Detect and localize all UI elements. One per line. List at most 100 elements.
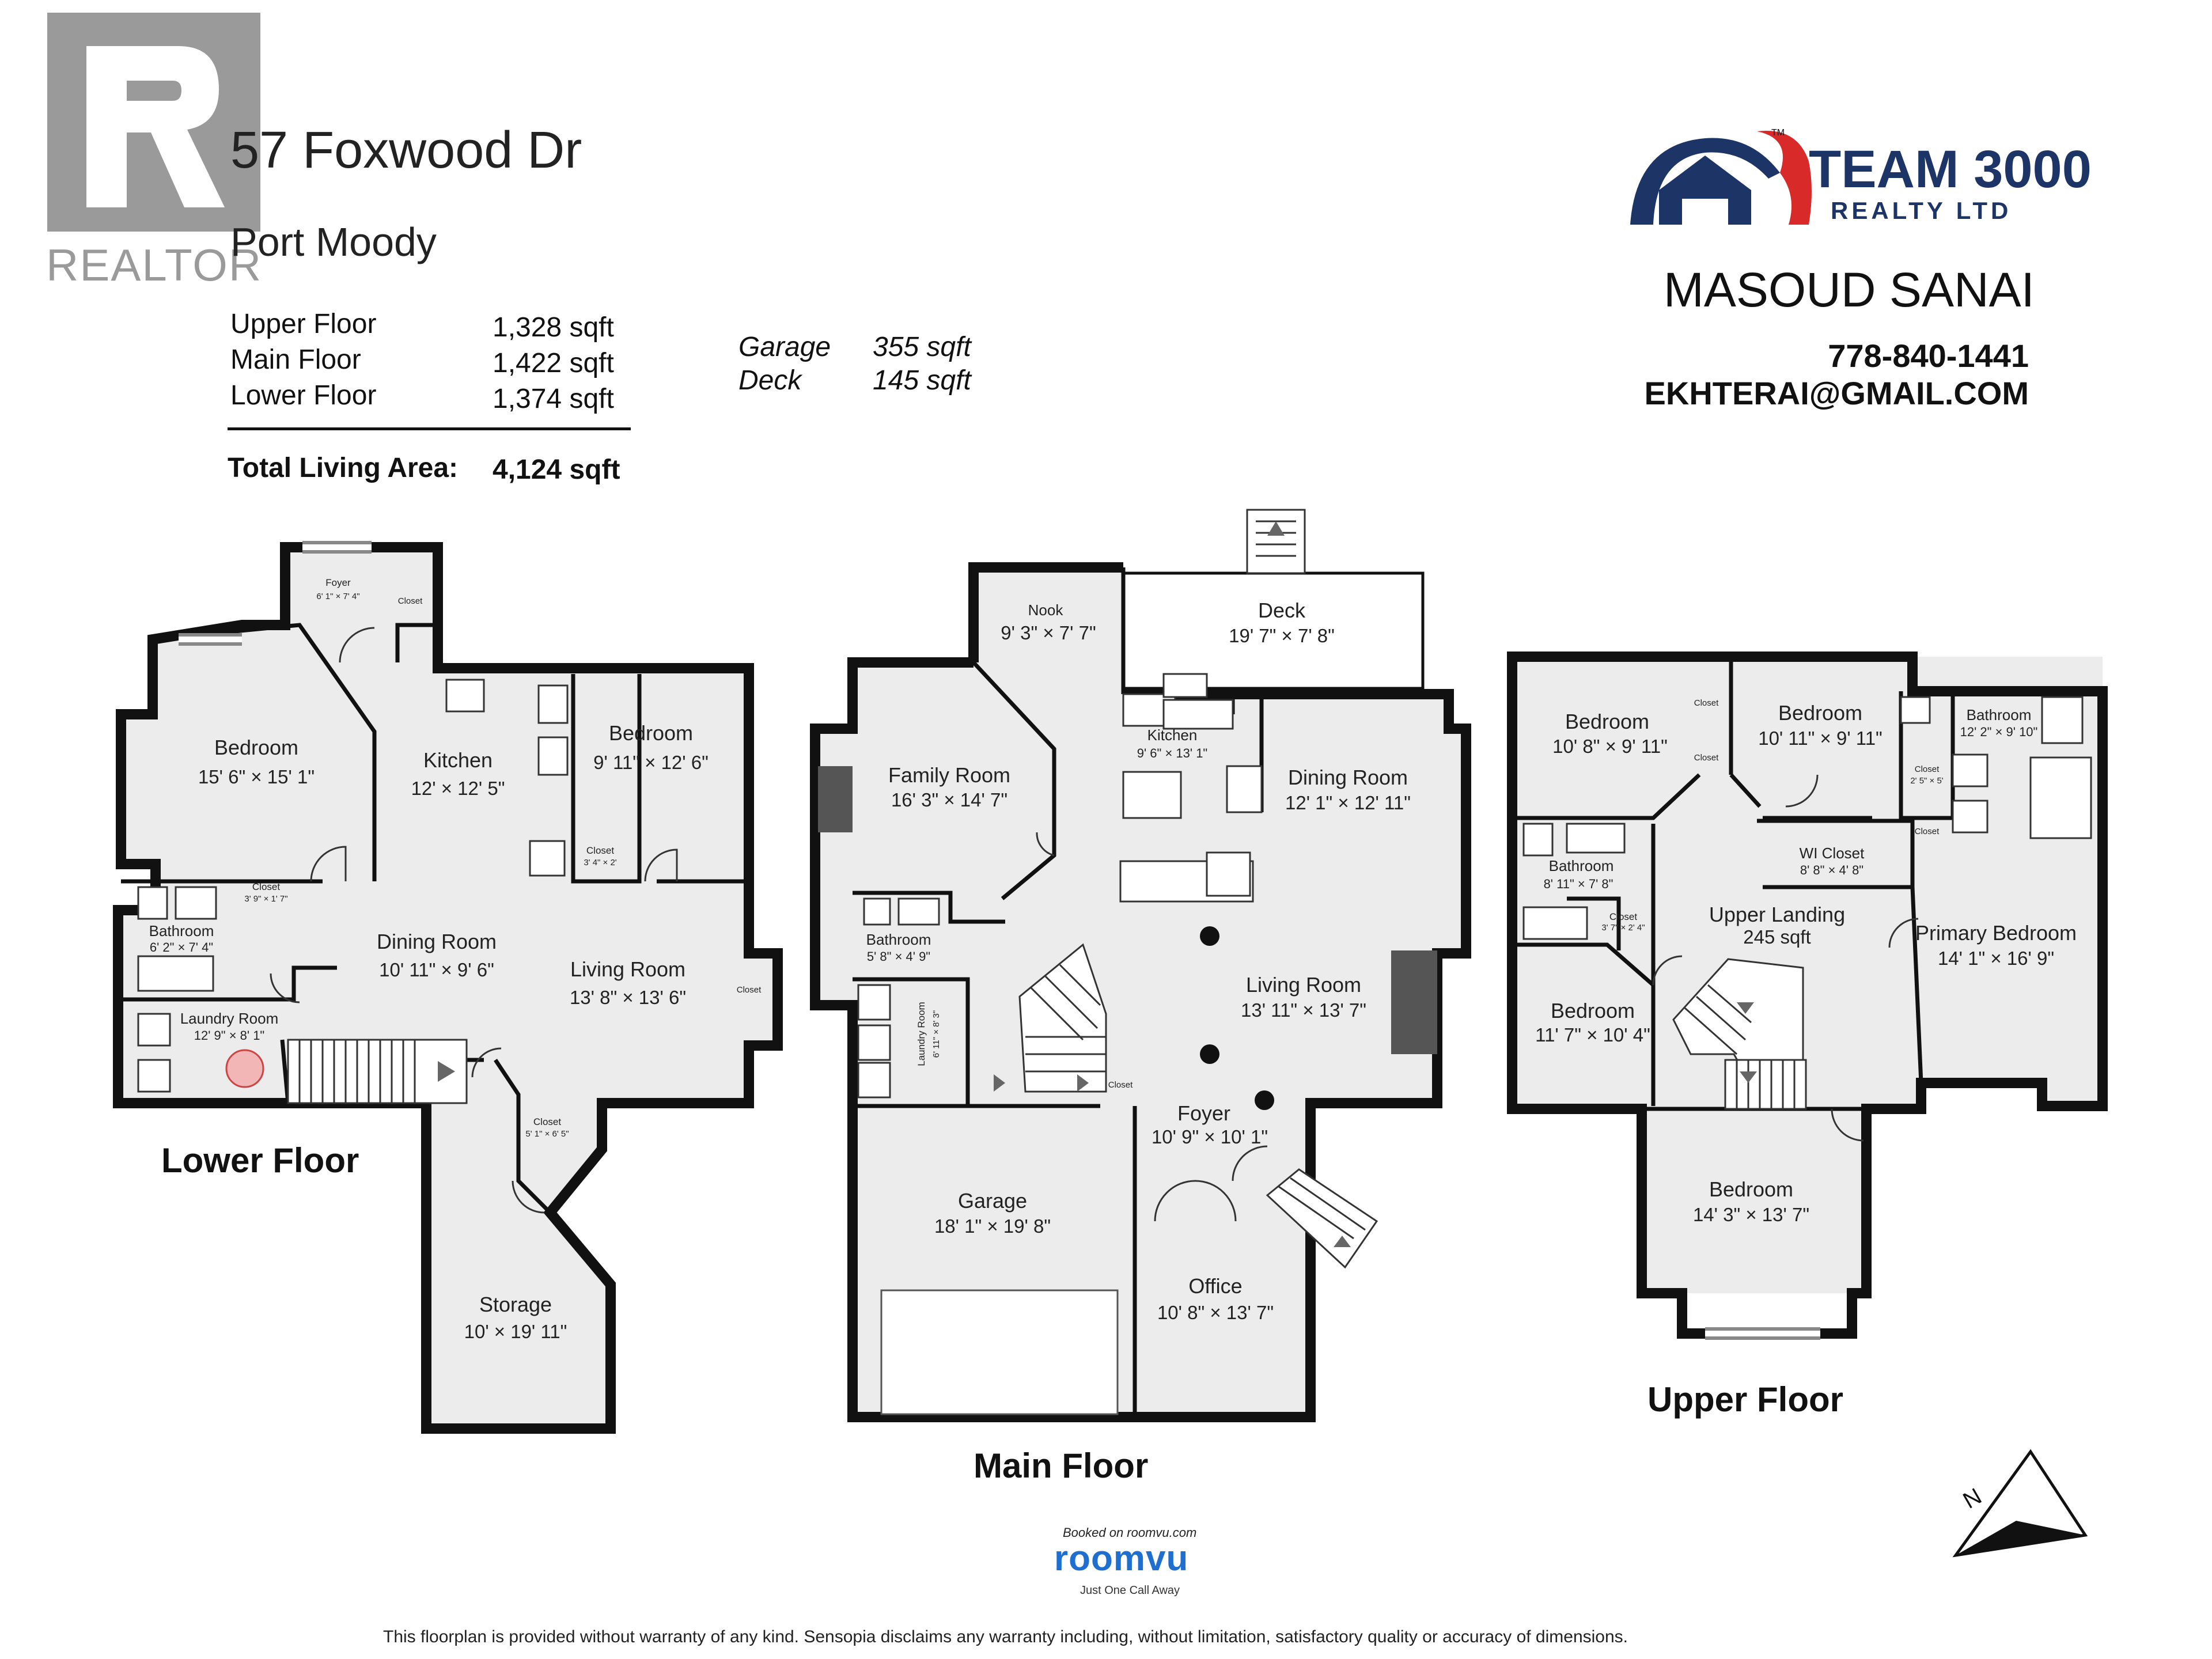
deck-outline [1122,571,1425,690]
area-table: Upper Floor 1,328 sqft Main Floor 1,422 … [228,308,634,493]
upper-bedroom1-name: Bedroom [1565,710,1649,733]
upper-primary-name: Primary Bedroom [1915,921,2077,945]
main-laundry-dim: 6' 11" × 8' 3" [931,1010,941,1058]
lower-closet-a-dim: 3' 9" × 1' 7" [244,894,287,904]
lower-closet-c-dim: 5' 1" × 6' 5" [525,1129,569,1139]
agent-email[interactable]: EKHTERAI@GMAIL.COM [1644,375,2029,411]
lower-kitchen-dim: 12' × 12' 5" [411,778,505,799]
lower-stairs [287,1039,468,1104]
upper-primary-dim: 14' 1" × 16' 9" [1938,948,2054,969]
lower-closet-c-name: Closet [533,1116,561,1127]
north-compass-icon: N [1952,1449,2088,1558]
lower-bedroom1-dim: 15' 6" × 15' 1" [198,766,315,787]
lower-foyer-closet-name: Closet [398,596,423,606]
lower-foyer-name: Foyer [325,577,351,588]
area-main-value: 1,422 sqft [493,348,614,378]
lower-closet-b-name: Closet [586,845,614,856]
lower-foyer-dim: 6' 1" × 7' 4" [316,592,359,601]
upper-bedroom3-dim: 11' 7" × 10' 4" [1535,1024,1650,1046]
area-divider [228,427,631,430]
main-dining-dim: 12' 1" × 12' 11" [1285,792,1411,813]
main-floor-title: Main Floor [974,1446,1149,1485]
main-deck-name: Deck [1258,599,1306,622]
upper-bedroom4-name: Bedroom [1709,1177,1793,1201]
upper-wi-closet-dim: 8' 8" × 4' 8" [1800,863,1863,877]
area-deck-value: 145 sqft [873,365,971,396]
main-garage-dim: 18' 1" × 19' 8" [934,1215,1051,1237]
trademark-label: TM [1771,128,1785,138]
lower-bedroom2-name: Bedroom [609,721,693,745]
upper-bedroom1-dim: 10' 8" × 9' 11" [1552,736,1668,757]
lower-bathroom-dim: 6' 2" × 7' 4" [150,940,213,955]
upper-closet5-dim: 3' 7" × 2' 4" [1601,923,1645,933]
lower-floor-plan: Foyer 6' 1" × 7' 4" Closet Bedroom 15' 6… [113,541,783,1434]
lower-laundry-name: Laundry Room [180,1010,279,1027]
lower-laundry-dim: 12' 9" × 8' 1" [194,1028,265,1043]
lower-kitchen-name: Kitchen [423,748,493,772]
lower-living-name: Living Room [570,957,685,981]
lower-storage-name: Storage [479,1293,552,1316]
main-kitchen-name: Kitchen [1147,726,1198,744]
lower-bathroom-name: Bathroom [149,922,214,940]
upper-closet4-name: Closet [1915,827,1940,836]
roomvu-logo[interactable]: roomvu [1054,1539,1189,1578]
family-fireplace-icon [818,766,853,832]
main-garage-name: Garage [958,1189,1027,1213]
upper-bathroom-dim: 8' 11" × 7' 8" [1544,877,1613,891]
main-family-dim: 16' 3" × 14' 7" [891,789,1007,810]
upper-bedroom4-dim: 14' 3" × 13' 7" [1693,1204,1809,1225]
area-upper-label: Upper Floor [230,309,377,339]
company-suffix: REALTY LTD [1831,197,2012,224]
main-foyer-dim: 10' 9" × 10' 1" [1152,1126,1268,1147]
lower-bedroom1-name: Bedroom [214,736,298,759]
main-floor-plan: Nook 9' 3" × 7' 7" Deck 19' 7" × 7' 8" K… [810,509,1471,1422]
lower-floor-title: Lower Floor [161,1141,359,1180]
area-deck-label: Deck [738,365,802,396]
upper-ensuite-dim: 12' 2" × 9' 10" [1960,725,2038,739]
upper-closet3-name: Closet [1915,764,1940,774]
main-bathroom-name: Bathroom [866,931,931,948]
main-foyer-name: Foyer [1177,1101,1230,1125]
upper-bedroom3-name: Bedroom [1551,999,1635,1022]
compass-n-label: N [1959,1483,1986,1514]
area-main-label: Main Floor [230,344,361,375]
upper-floor-title: Upper Floor [1647,1380,1843,1419]
roomvu-booked-label: Booked on roomvu.com [1063,1525,1197,1540]
house-roof-icon: TM TEAM 3000 REALTY LTD [1630,128,2092,225]
upper-landing-name: Upper Landing [1709,903,1845,926]
main-bathroom-dim: 5' 8" × 4' 9" [867,949,930,964]
realtor-wordmark: REALTOR [46,240,263,290]
upper-bedroom2-name: Bedroom [1778,701,1862,725]
agent-phone[interactable]: 778-840-1441 [1828,338,2029,374]
listing-city: Port Moody [230,219,437,264]
team3000-logo: TM TEAM 3000 REALTY LTD [1624,127,2092,230]
living-fireplace-icon [1391,950,1437,1054]
listing-address: 57 Foxwood Dr [230,122,582,179]
realtor-logo: REALTOR [46,12,276,290]
upper-landing-dim: 245 sqft [1743,926,1810,948]
main-office-name: Office [1188,1274,1242,1298]
area-upper-value: 1,328 sqft [493,312,614,343]
agent-name: MASOUD SANAI [1663,263,2035,317]
main-laundry-name: Laundry Room [916,1002,927,1066]
upper-closet2-name: Closet [1694,753,1719,763]
roomvu-tagline: Just One Call Away [1080,1584,1180,1597]
main-dining-name: Dining Room [1288,766,1408,789]
lower-bedroom2-dim: 9' 11" × 12' 6" [593,752,709,773]
area-lower-label: Lower Floor [230,380,377,411]
lower-living-dim: 13' 8" × 13' 6" [570,987,686,1008]
main-nook-dim: 9' 3" × 7' 7" [1001,622,1096,643]
lower-dining-name: Dining Room [377,930,497,953]
main-closet-name: Closet [1108,1080,1133,1090]
main-kitchen-dim: 9' 6" × 13' 1" [1137,746,1208,760]
realtor-r-icon [47,13,260,232]
area-garage-value: 355 sqft [873,332,971,362]
lower-living-closet-name: Closet [737,985,762,995]
upper-bedroom2-dim: 10' 11" × 9' 11" [1758,728,1883,749]
area-garage-label: Garage [738,332,831,362]
lower-dining-dim: 10' 11" × 9' 6" [379,959,494,980]
main-nook-name: Nook [1028,601,1064,619]
upper-bathroom-name: Bathroom [1549,857,1614,874]
main-family-name: Family Room [888,763,1010,787]
